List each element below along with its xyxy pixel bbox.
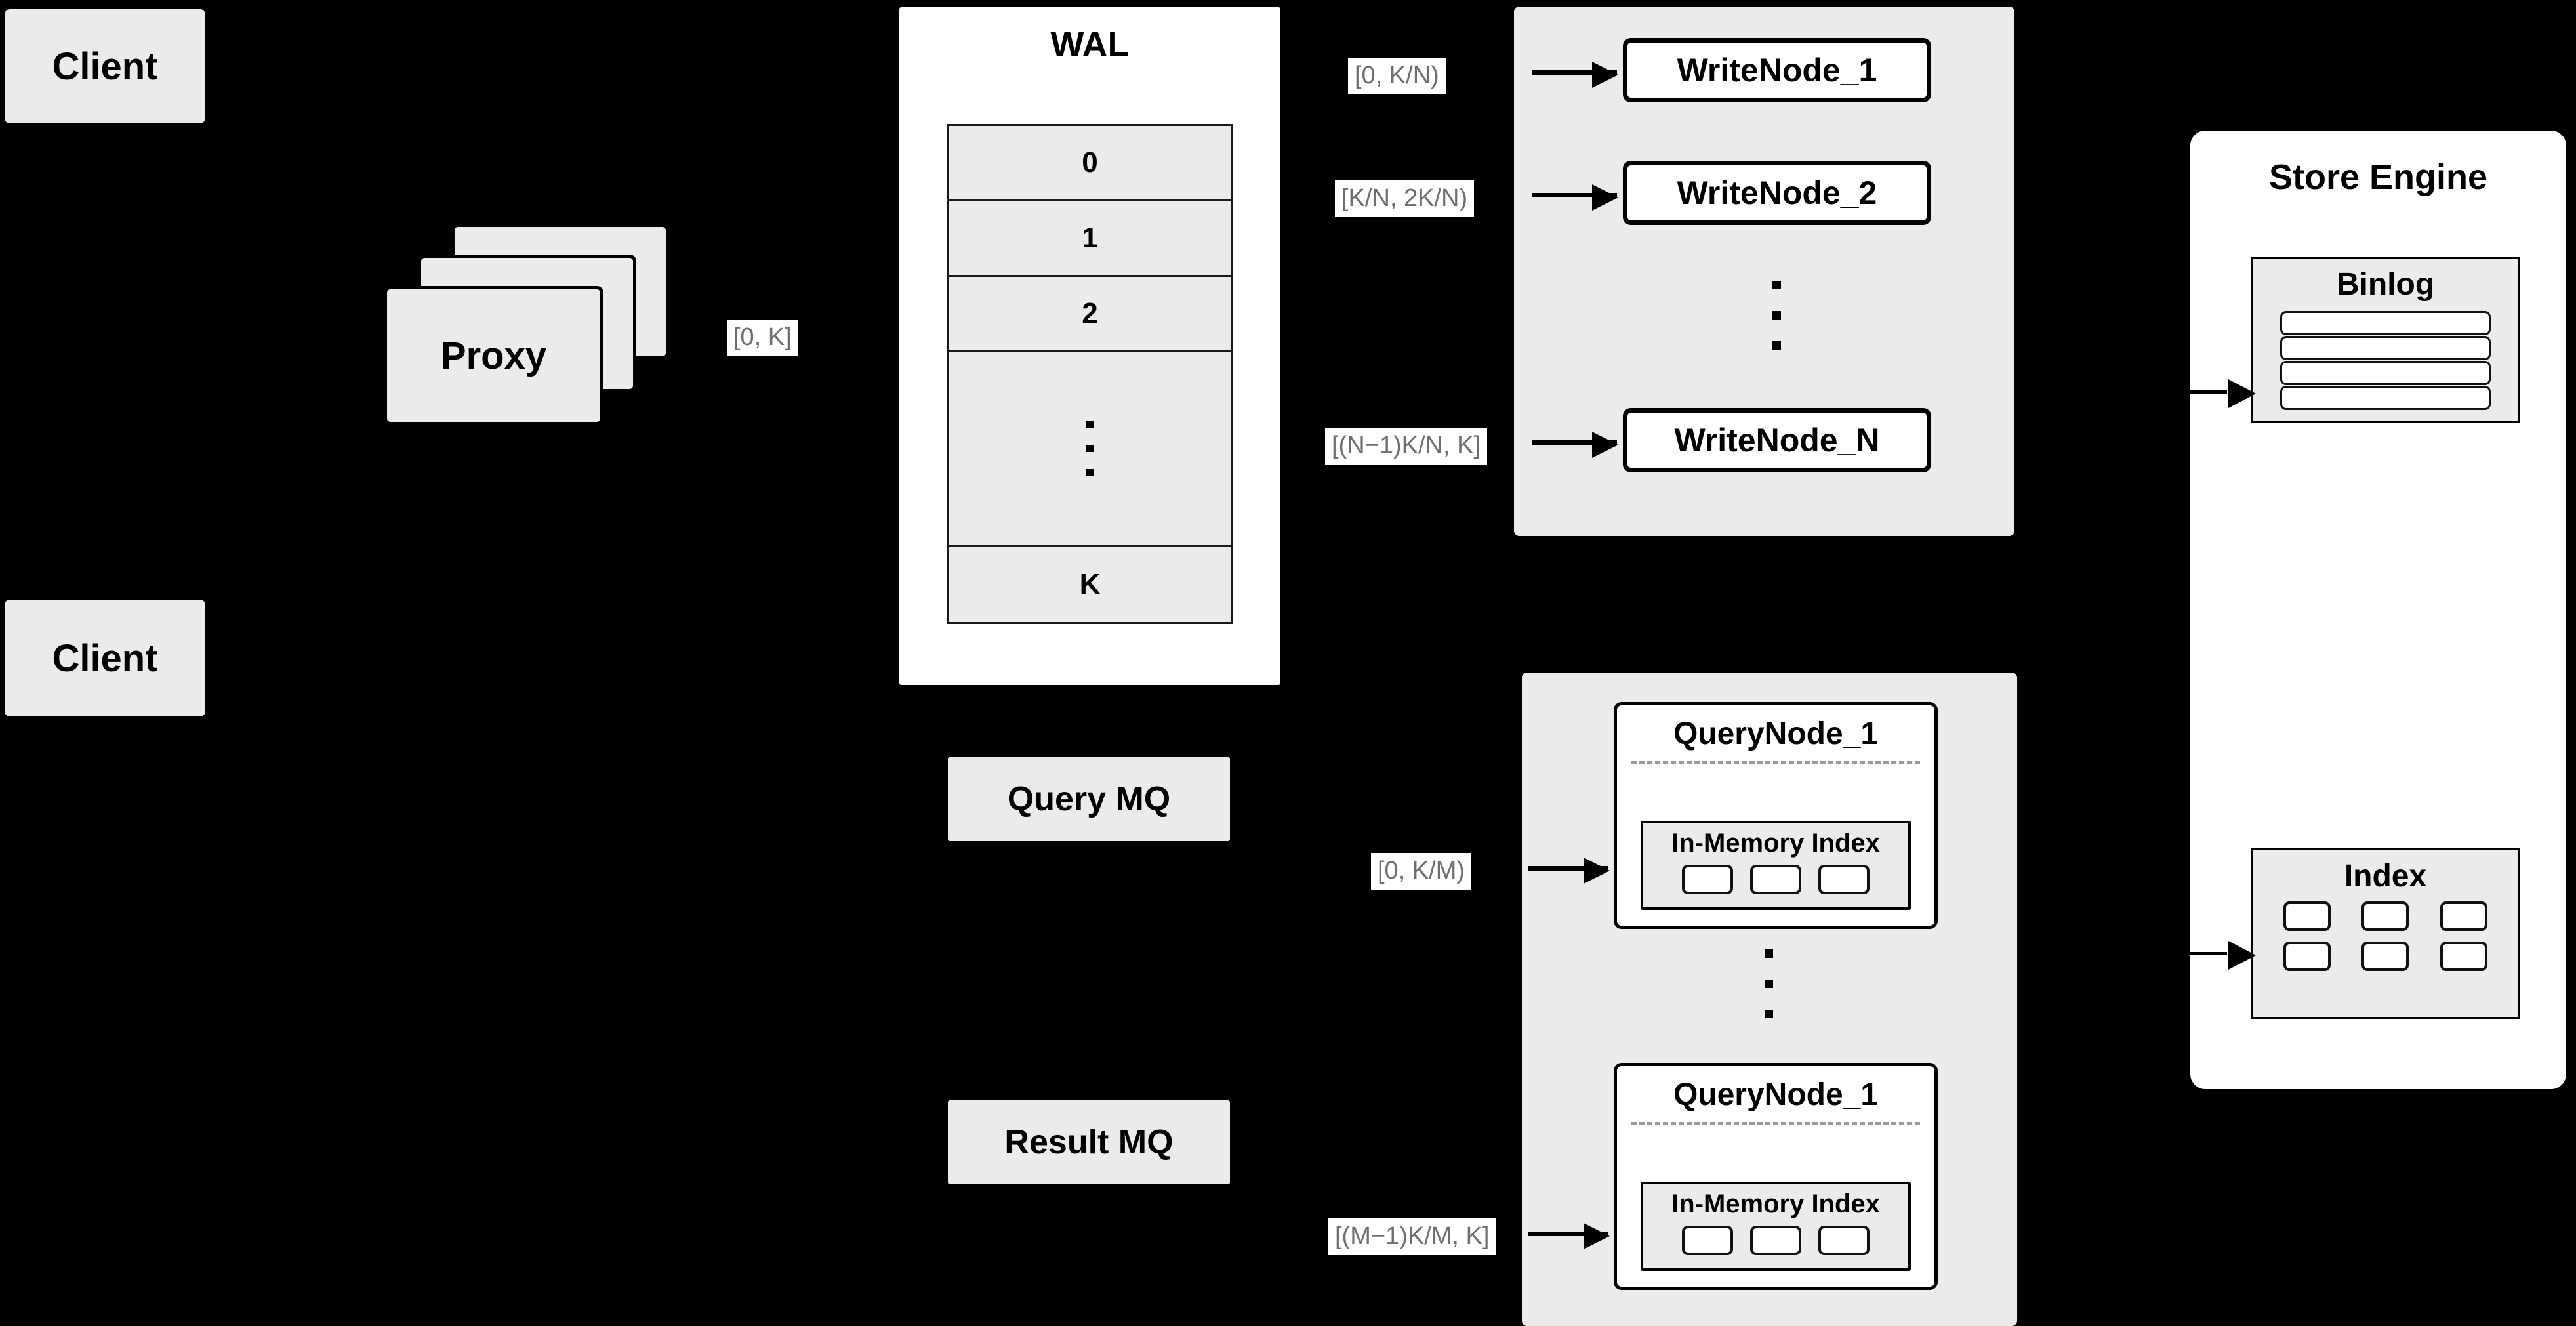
in-memory-index-panel: In-Memory Index (1641, 1182, 1911, 1271)
result-mq-label: Result MQ (1004, 1123, 1174, 1161)
in-memory-index-title: In-Memory Index (1671, 1190, 1880, 1218)
query-node-divider (1631, 761, 1920, 764)
query-range-label-1: [0, K/M) (1371, 853, 1472, 890)
query-node-1[interactable]: QueryNode_1 In-Memory Index (1614, 702, 1938, 929)
wal-entry-table: 0 1 2 K (947, 124, 1233, 624)
query-node-divider (1631, 1122, 1920, 1125)
write-cluster-ellipsis-icon (1772, 281, 1781, 350)
write-range-label-n: [(N−1)K/N, K] (1325, 428, 1487, 465)
binlog-rows (2280, 311, 2491, 410)
write-node-label: WriteNode_N (1674, 422, 1880, 459)
arrow-to-index (2189, 941, 2256, 970)
in-memory-index-panel: In-Memory Index (1641, 821, 1911, 910)
binlog-row (2280, 336, 2491, 360)
index-cell (2361, 901, 2409, 931)
binlog-title: Binlog (2336, 267, 2435, 302)
query-range-label-m: [(M−1)K/M, K] (1328, 1218, 1496, 1255)
query-node-title: QueryNode_1 (1673, 716, 1879, 751)
write-node-2[interactable]: WriteNode_2 (1623, 161, 1931, 225)
index-cell (1682, 865, 1733, 894)
index-cell (1818, 1226, 1870, 1255)
index-cell (1750, 1226, 1801, 1255)
index-cell (1818, 865, 1870, 894)
write-range-label-2: [K/N, 2K/N) (1335, 180, 1475, 217)
hollow-arrowhead-icon (2227, 378, 2257, 409)
query-cluster-ellipsis-icon (1765, 949, 1773, 1018)
index-cell (2361, 942, 2409, 971)
wal-entry: 2 (949, 277, 1231, 352)
query-node-m[interactable]: QueryNode_1 In-Memory Index (1614, 1063, 1938, 1290)
index-cell (1682, 1226, 1733, 1255)
arrow-to-write-node-n (1532, 432, 1618, 458)
write-node-1[interactable]: WriteNode_1 (1623, 38, 1931, 102)
client-box-1[interactable]: Client (3, 8, 207, 125)
index-cell (1750, 865, 1801, 894)
wal-entry: K (1079, 568, 1101, 600)
result-mq-box[interactable]: Result MQ (947, 1099, 1231, 1186)
proxy-card-front[interactable]: Proxy (384, 286, 603, 425)
arrow-to-query-node-1 (1528, 858, 1610, 884)
in-memory-index-cells (1643, 865, 1908, 894)
write-node-label: WriteNode_2 (1677, 175, 1877, 211)
wal-entry-ellipsis (949, 352, 1231, 547)
client-box-2[interactable]: Client (3, 598, 207, 718)
binlog-row (2280, 311, 2491, 335)
query-node-title: QueryNode_1 (1673, 1077, 1879, 1112)
proxy-label: Proxy (440, 334, 547, 377)
proxy-range-label: [0, K] (727, 320, 798, 356)
query-mq-box[interactable]: Query MQ (947, 756, 1231, 842)
write-node-label: WriteNode_1 (1677, 52, 1877, 89)
wal-entry: 0 (949, 126, 1231, 201)
index-cell (2283, 942, 2331, 971)
index-cell (2440, 901, 2488, 931)
index-cell (2283, 901, 2331, 931)
store-engine-title: Store Engine (2268, 157, 2488, 197)
store-engine-panel: Store Engine Binlog Index (2188, 129, 2568, 1091)
index-cells (2272, 901, 2499, 971)
binlog-row (2280, 361, 2491, 385)
wal-entry: 1 (949, 201, 1231, 277)
binlog-row (2280, 386, 2491, 410)
wal-panel: WAL 0 1 2 K (897, 5, 1282, 687)
query-mq-label: Query MQ (1007, 780, 1171, 818)
client-label: Client (52, 45, 158, 88)
vertical-ellipsis-icon (1086, 421, 1094, 476)
in-memory-index-title: In-Memory Index (1671, 829, 1880, 858)
in-memory-index-cells (1643, 1226, 1908, 1255)
binlog-panel: Binlog (2251, 257, 2520, 423)
arrow-to-write-node-1 (1532, 62, 1618, 88)
write-range-label-1: [0, K/N) (1348, 58, 1446, 94)
arrow-to-query-node-m (1528, 1223, 1610, 1249)
arrow-to-write-node-2 (1532, 184, 1618, 211)
wal-title: WAL (1050, 25, 1130, 64)
index-title: Index (2344, 859, 2427, 894)
write-node-n[interactable]: WriteNode_N (1623, 408, 1931, 472)
client-label: Client (52, 636, 158, 680)
index-cell (2440, 942, 2488, 971)
index-panel: Index (2251, 848, 2520, 1019)
arrow-to-binlog (2189, 379, 2256, 408)
hollow-arrowhead-icon (2227, 940, 2257, 971)
